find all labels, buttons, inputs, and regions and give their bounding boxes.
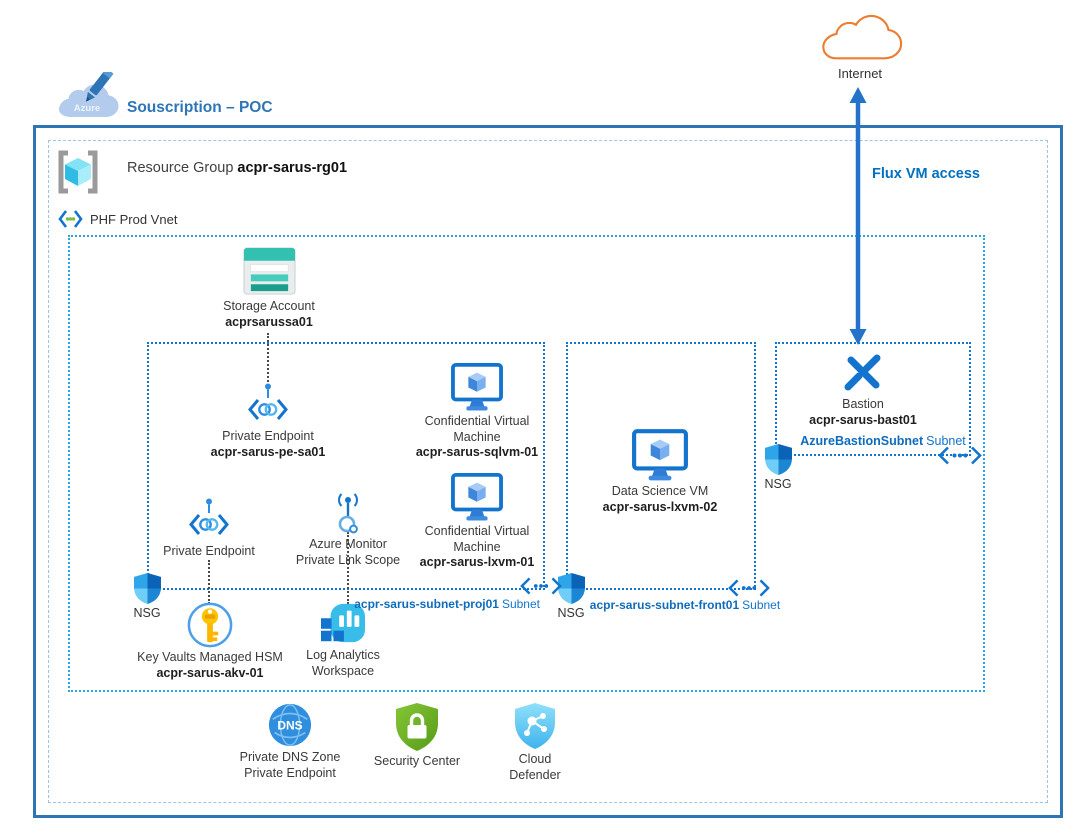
nsg-shield-icon [133, 572, 162, 605]
private-endpoint-icon [245, 383, 291, 427]
node-log-analytics: Log Analytics Workspace [268, 602, 418, 679]
pe-sa-type-label: Private Endpoint [222, 429, 314, 443]
azure-cloud-logo-icon [59, 72, 119, 117]
node-confidential-vm-sql: Confidential Virtual Machine acpr-sarus-… [402, 362, 552, 461]
bastion-type-label: Bastion [842, 397, 884, 411]
nsg-front01: NSG [541, 572, 601, 620]
cloud-defender-icon [515, 703, 555, 749]
storage-type-label: Storage Account [223, 299, 315, 313]
node-private-endpoint-sa: Private Endpoint acpr-sarus-pe-sa01 [193, 383, 343, 460]
subnet-proj01-suffix: Subnet [501, 597, 540, 611]
private-endpoint-icon [186, 498, 232, 542]
node-key-vault: Key Vaults Managed HSM acpr-sarus-akv-01 [110, 602, 310, 681]
key-vault-name-label: acpr-sarus-akv-01 [156, 665, 264, 680]
connector-ampls-to-law [347, 532, 349, 604]
resource-group-title: Resource Group acpr-sarus-rg01 [127, 160, 347, 176]
subscription-title: Souscription – POC [127, 99, 273, 116]
resource-group-name: acpr-sarus-rg01 [237, 160, 348, 176]
cvm-sql-type-line2: Machine [453, 429, 501, 444]
confidential-vm-icon [450, 472, 504, 522]
bastion-name-label: acpr-sarus-bast01 [809, 412, 917, 427]
internet-cloud-icon [822, 14, 903, 60]
cvm-sql-name-label: acpr-sarus-sqlvm-01 [415, 445, 539, 459]
cloud-defender-line1: Cloud [518, 752, 552, 766]
dns-line1: Private DNS Zone [239, 750, 341, 764]
nsg-label: NSG [764, 477, 792, 491]
ampls-icon [338, 493, 358, 534]
log-analytics-line2: Workspace [311, 663, 375, 678]
nsg-bastion: NSG [748, 443, 808, 491]
storage-name-label: acprsarussa01 [225, 314, 313, 329]
node-cloud-defender: Cloud Defender [460, 702, 610, 783]
key-vault-icon [187, 602, 233, 648]
subnet-bastion-name: AzureBastionSubnet [800, 434, 924, 448]
ampls-line1: Azure Monitor [309, 537, 387, 551]
connector-pe2-to-keyvault [208, 560, 210, 604]
cvm-lx-type-line1: Confidential Virtual [424, 524, 530, 538]
dns-zone-icon: DNS [268, 703, 312, 747]
azure-logo-text: Azure [73, 103, 101, 114]
cvm-sql-type-line1: Confidential Virtual [424, 414, 530, 428]
node-private-endpoint-2: Private Endpoint [134, 498, 284, 560]
log-analytics-line1: Log Analytics [306, 648, 380, 662]
nsg-shield-icon [764, 443, 793, 476]
subnet-glyph-icon [728, 578, 770, 598]
dsvm-type-label: Data Science VM [611, 484, 709, 498]
subnet-glyph-icon [520, 576, 562, 596]
resource-group-prefix: Resource Group [127, 160, 234, 176]
subnet-bastion-boundary [775, 342, 971, 456]
vnet-icon [58, 210, 83, 228]
subnet-glyph-icon [938, 445, 982, 466]
security-center-icon [396, 703, 438, 751]
confidential-vm-icon [450, 362, 504, 412]
subnet-proj01-boundary [147, 342, 545, 590]
cloud-defender-line2: Defender [509, 767, 561, 782]
node-ampls: Azure Monitor Private Link Scope [273, 493, 423, 568]
subnet-front01-suffix: Subnet [742, 598, 781, 612]
subnet-front01-boundary [566, 342, 756, 590]
connector-storage-to-pe [267, 333, 269, 386]
pe-sa-name-label: acpr-sarus-pe-sa01 [210, 444, 326, 459]
internet-label: Internet [837, 66, 883, 81]
node-storage-account: Storage Account acprsarussa01 [194, 246, 344, 330]
flux-vm-access-label: Flux VM access [872, 166, 980, 182]
dsvm-name-label: acpr-sarus-lxvm-02 [602, 499, 718, 514]
dns-line2: Private Endpoint [244, 765, 336, 780]
nsg-proj01: NSG [117, 572, 177, 620]
vnet-boundary [68, 235, 985, 692]
pe2-type-label: Private Endpoint [163, 544, 255, 558]
data-science-vm-icon [631, 428, 689, 482]
node-confidential-vm-lx: Confidential Virtual Machine acpr-sarus-… [402, 472, 552, 571]
svg-text:DNS: DNS [277, 718, 302, 732]
log-analytics-icon [321, 603, 365, 643]
vnet-label: PHF Prod Vnet [90, 212, 178, 227]
storage-account-icon [243, 247, 295, 295]
subnet-front01-name: acpr-sarus-subnet-front01 [589, 598, 740, 612]
subnet-bastion-suffix: Subnet [926, 434, 966, 448]
subscription-boundary [33, 125, 1063, 818]
subnet-proj01-name: acpr-sarus-subnet-proj01 [354, 597, 499, 611]
resource-group-icon [58, 150, 98, 194]
nsg-label: NSG [557, 606, 585, 620]
cvm-lx-name-label: acpr-sarus-lxvm-01 [419, 555, 535, 569]
ampls-line2: Private Link Scope [295, 552, 401, 567]
flux-vm-access-arrow [849, 87, 867, 345]
node-security-center: Security Center [342, 702, 492, 770]
key-vault-type-label: Key Vaults Managed HSM [137, 650, 283, 664]
node-private-dns-zone: DNS Private DNS Zone Private Endpoint [215, 702, 365, 781]
bastion-icon [844, 354, 881, 391]
node-data-science-vm: Data Science VM acpr-sarus-lxvm-02 [585, 428, 735, 515]
resource-group-boundary [48, 140, 1048, 803]
security-center-label: Security Center [373, 754, 461, 768]
nsg-label: NSG [133, 606, 161, 620]
node-bastion: Bastion acpr-sarus-bast01 [788, 351, 938, 428]
cvm-lx-type-line2: Machine [453, 539, 501, 554]
